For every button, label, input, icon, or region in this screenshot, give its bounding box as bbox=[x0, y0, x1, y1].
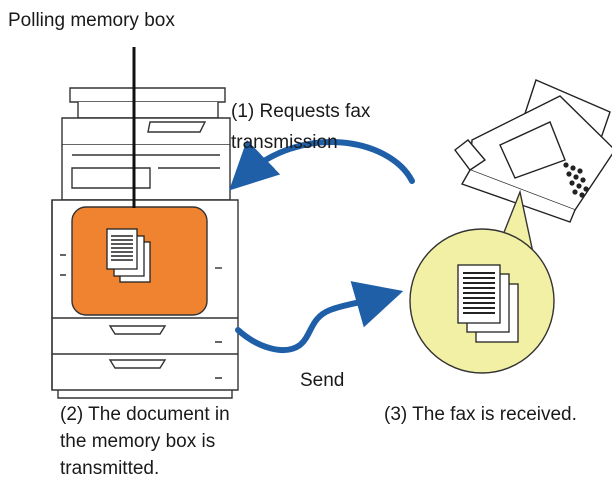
step1-label-line1: (1) Requests fax bbox=[231, 101, 371, 122]
send-arrow bbox=[235, 281, 404, 353]
received-document-stack-icon bbox=[457, 264, 519, 343]
step1-label-line2: transmission bbox=[231, 132, 338, 153]
document-stack-icon bbox=[106, 228, 151, 283]
step2-label-line3: transmitted. bbox=[60, 458, 160, 479]
step2-label-line1: (2) The document in bbox=[60, 404, 230, 425]
send-label: Send bbox=[300, 370, 345, 391]
fax-machine-icon bbox=[454, 79, 612, 223]
request-arrow bbox=[229, 139, 415, 191]
step2-label-line2: the memory box is bbox=[60, 431, 216, 452]
polling-memory-box-label: Polling memory box bbox=[8, 10, 175, 31]
step3-label: (3) The fax is received. bbox=[384, 404, 577, 425]
